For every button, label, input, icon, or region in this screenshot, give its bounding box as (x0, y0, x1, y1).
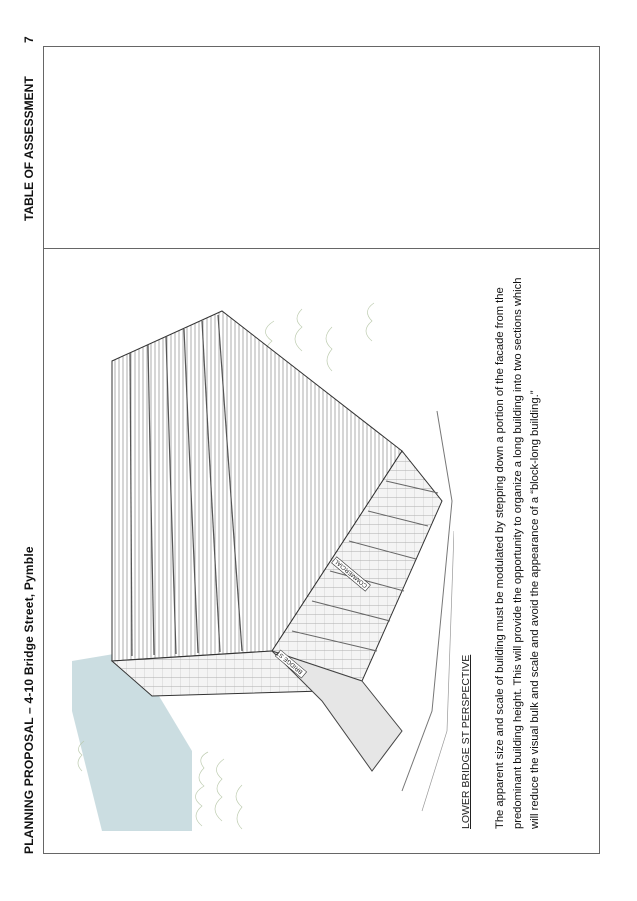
sky-area (72, 651, 192, 831)
document-title: PLANNING PROPOSAL – 4-10 Bridge Street, … (22, 546, 36, 854)
page-number: 7 (22, 36, 36, 43)
street-ground (401, 410, 453, 792)
building-perspective-render: BRIDGE ST COMMERCIAL (72, 302, 454, 831)
section-header: TABLE OF ASSESSMENT 7 (22, 36, 36, 221)
figure-caption: LOWER BRIDGE ST PERSPECTIVE (460, 654, 472, 829)
assessment-body: The apparent size and scale of building … (492, 259, 545, 829)
podium-columns (291, 480, 439, 652)
section-title: TABLE OF ASSESSMENT (22, 76, 36, 221)
assessment-paragraph: The apparent size and scale of building … (494, 277, 541, 829)
facade-floor-bands (129, 314, 243, 657)
table-column-divider (43, 248, 600, 249)
